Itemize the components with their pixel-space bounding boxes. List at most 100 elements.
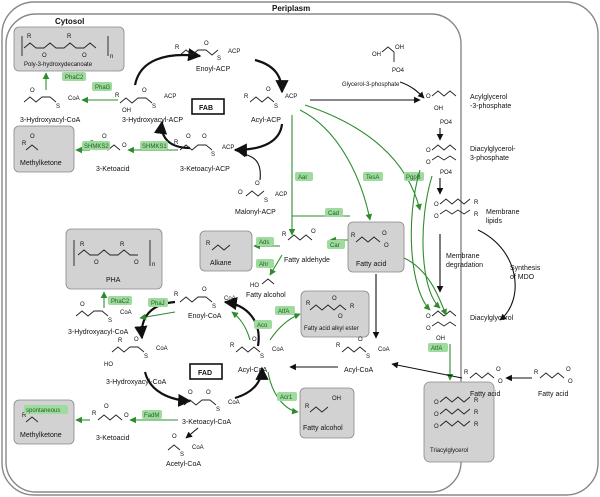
arrow-ketoacyl-to-acyl-coa [234, 366, 269, 400]
enzyme-box-spontaneous [24, 405, 68, 414]
svg-text:O: O [311, 229, 316, 235]
svg-text:O: O [122, 143, 127, 149]
hydroxyacyl-coa-top-molecule: O S CoA 3-Hydroxyacyl-CoA [20, 88, 81, 124]
ketoacyl-coa-molecule: R O O S CoA 3-Ketoacyl-CoA [178, 390, 240, 426]
enzyme-atfa-bottom: AtfA [431, 346, 442, 352]
enzyme-box-acr1 [277, 392, 297, 401]
enzyme-phag: PhaG [95, 85, 111, 91]
svg-text:ACP: ACP [228, 49, 240, 55]
svg-text:Fatty alcohol: Fatty alcohol [303, 425, 343, 432]
svg-text:R: R [175, 45, 180, 51]
svg-text:R: R [474, 398, 479, 404]
svg-text:O: O [172, 434, 177, 440]
svg-text:O: O [266, 87, 271, 93]
hydroxyacyl-coa-upper-molecule: O S CoA 3-Hydroxyacyl-CoA [68, 302, 132, 336]
product-box-p3hd [13, 26, 125, 72]
svg-text:S: S [211, 152, 215, 158]
arrow-enoyl-to-acyl-acp [254, 58, 289, 94]
svg-text:O: O [426, 160, 431, 166]
svg-text:CoA: CoA [192, 445, 204, 451]
fab-label: FAB [199, 105, 213, 112]
methylketone-top-molecule: R O Methylketone [20, 134, 62, 167]
svg-text:Poly-3-hydroxydecanoate: Poly-3-hydroxydecanoate [24, 62, 93, 68]
svg-text:O: O [382, 231, 387, 237]
svg-text:R: R [464, 370, 469, 376]
mdo-label-2: of MDO [510, 274, 535, 281]
svg-text:O: O [434, 214, 439, 220]
svg-text:Methylketone: Methylketone [20, 432, 62, 439]
fatty-acid-alkyl-ester-molecule: R O O R Fatty acid alkyl ester [304, 296, 359, 332]
svg-text:O: O [426, 314, 431, 320]
svg-text:O: O [498, 379, 503, 385]
ketoacid-bottom-molecule: R O O 3-Ketoacid [92, 404, 130, 442]
p3hd-molecule: R R O O n Poly-3-hydroxydecanoate [21, 34, 113, 68]
svg-text:O: O [434, 202, 439, 208]
svg-text:n: n [152, 262, 155, 268]
cytosol-boundary [5, 13, 462, 493]
periplasm-label: Periplasm [272, 4, 310, 13]
svg-text:HO: HO [250, 283, 259, 289]
svg-text:Diacylglycerol: Diacylglycerol [470, 315, 514, 322]
svg-text:OH: OH [332, 396, 341, 402]
enzyme-box-shmks1 [140, 141, 168, 150]
alkane-molecule: R Alkane [206, 241, 232, 267]
ketoacyl-acp-molecule: R O O S ACP 3-Ketoacyl-ACP [174, 134, 234, 173]
svg-text:S: S [180, 452, 184, 458]
svg-text:3-Ketoacid: 3-Ketoacid [96, 435, 130, 442]
svg-text:R: R [178, 396, 183, 402]
svg-text:Acyl-ACP: Acyl-ACP [251, 117, 281, 124]
enzyme-aar: Aar [298, 175, 307, 181]
svg-text:R: R [474, 212, 479, 218]
svg-text:CoA: CoA [156, 346, 168, 352]
svg-text:O: O [238, 190, 243, 196]
svg-text:Malonyl-ACP: Malonyl-ACP [235, 209, 276, 216]
product-box-fatty-alcohol [299, 387, 355, 439]
svg-text:R: R [350, 304, 355, 310]
svg-text:ACP: ACP [275, 192, 287, 198]
arrow-enoyl-coa-to-hydroxyacyl-coa [139, 311, 176, 321]
svg-text:R: R [115, 93, 120, 99]
svg-text:O: O [30, 134, 35, 140]
svg-text:O: O [42, 53, 47, 59]
svg-text:O: O [142, 88, 147, 94]
enzyme-box-fadm [142, 410, 162, 419]
svg-text:R: R [306, 301, 311, 307]
svg-text:O: O [426, 94, 431, 100]
svg-text:O: O [104, 404, 109, 410]
svg-text:Fatty acid: Fatty acid [356, 261, 386, 268]
mdo-label-1: Synthesis [510, 265, 541, 272]
arrow-pgpb-loop-a [410, 169, 431, 311]
enzyme-car: Car [330, 243, 340, 249]
enzyme-box-phac2-bottom [108, 296, 132, 305]
enzyme-pgpb: PgpB [406, 175, 421, 181]
svg-text:PO4: PO4 [392, 68, 405, 74]
svg-text:CoA: CoA [68, 96, 80, 102]
arrow-pgpb-loop-b [422, 175, 441, 309]
svg-text:CoA: CoA [224, 296, 236, 302]
svg-text:R: R [174, 292, 179, 298]
svg-text:R: R [92, 411, 97, 417]
svg-text:PHA: PHA [106, 277, 121, 284]
svg-text:OH: OH [434, 106, 443, 112]
svg-text:R: R [534, 370, 539, 376]
enzyme-cad: Cad [328, 211, 339, 217]
svg-text:OH: OH [122, 108, 131, 114]
svg-text:3-Hydroxyacyl-ACP: 3-Hydroxyacyl-ACP [122, 117, 183, 124]
acetyl-coa-molecule: O S CoA Acetyl-CoA [166, 434, 204, 468]
svg-text:-3-phosphate: -3-phosphate [470, 103, 511, 110]
arrow-hydroxyacyl-to-ketoacyl-coa [143, 371, 192, 407]
svg-text:Acyl-CoA: Acyl-CoA [238, 367, 268, 374]
acyl-acp-molecule: R O S ACP Acyl-ACP [244, 87, 297, 124]
membrane-degradation-label-2: degradation [446, 262, 483, 269]
enzyme-phaj: PhaJ [151, 301, 165, 307]
svg-text:Acyl-CoA: Acyl-CoA [344, 367, 374, 374]
enzyme-box-cad [325, 208, 343, 217]
product-box-methylketone-top [13, 125, 75, 173]
arrow-mid-fatty-acid-to-acyl-coa [391, 361, 463, 379]
svg-text:CoA: CoA [228, 400, 240, 406]
diacylglycerol-molecule: O O OH Diacylglycerol [426, 310, 514, 342]
fad-box [189, 363, 223, 380]
svg-text:O: O [255, 181, 260, 187]
membrane-degradation-label-1: Membrane [446, 253, 480, 260]
svg-text:Fatty acid alkyl ester: Fatty acid alkyl ester [304, 326, 359, 332]
